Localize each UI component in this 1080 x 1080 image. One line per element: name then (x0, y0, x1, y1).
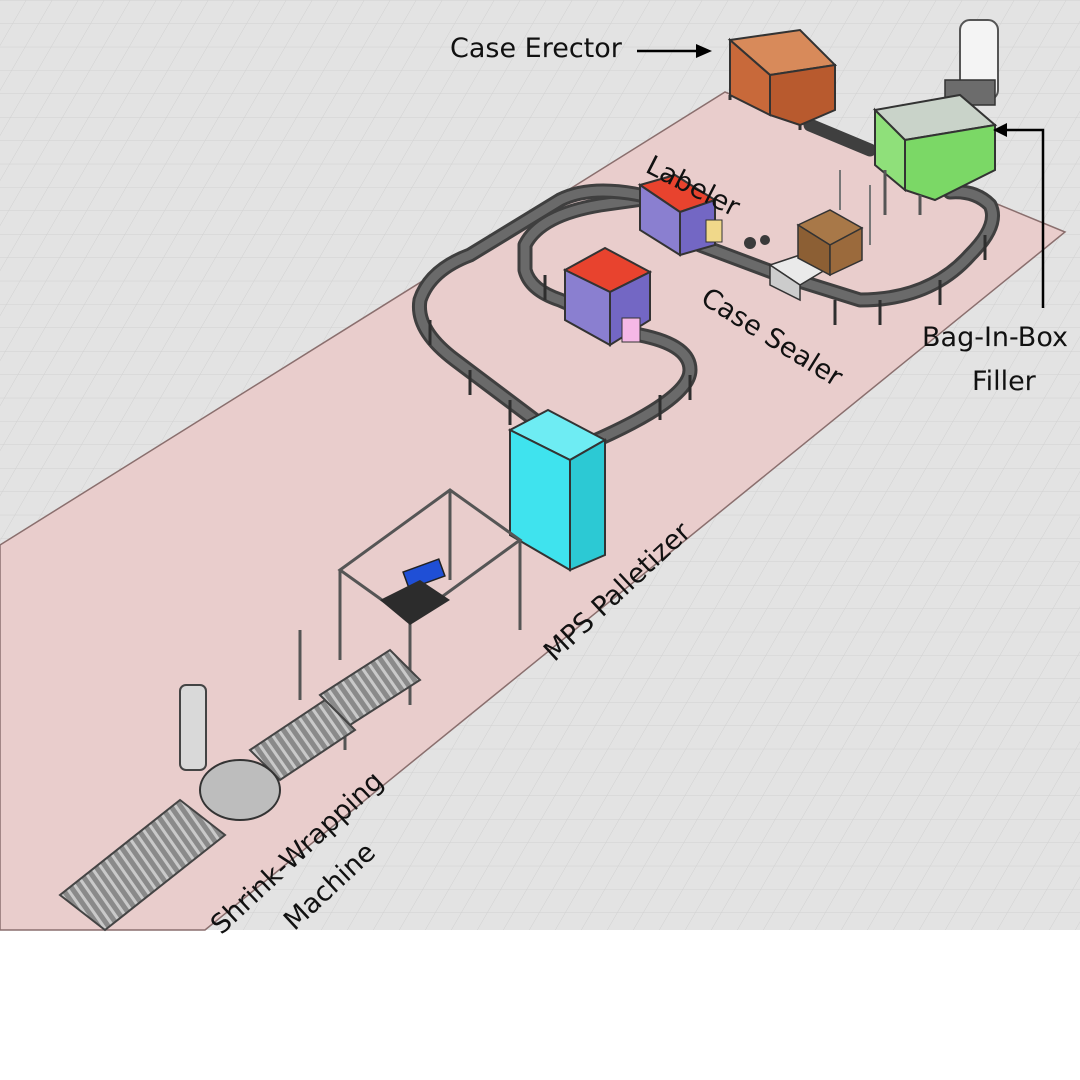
case-packer-machine (562, 246, 653, 347)
case-erector-machine (727, 28, 838, 130)
roller-conveyor-lower (58, 798, 227, 932)
mps-palletizer-machine (507, 408, 608, 572)
case-sealer-machine (768, 209, 864, 302)
label-bag-in-box-line2: Filler (972, 366, 1036, 397)
shrink-wrap-turntable (199, 759, 281, 821)
label-case-erector: Case Erector (450, 33, 622, 64)
pallet-robot-arm (402, 558, 446, 590)
shrink-wrap-mast (179, 684, 207, 771)
bag-in-box-filler-machine (839, 19, 999, 245)
label-bag-in-box-line1: Bag-In-Box (922, 322, 1068, 353)
arrow-down-bent-icon (993, 123, 1045, 308)
conveyor-legs (428, 235, 987, 425)
blank-footer (0, 930, 1080, 1080)
roller-conveyor-upper (318, 648, 422, 727)
pallet-load (380, 580, 450, 625)
labeler-machine (637, 173, 770, 257)
arrow-right-icon (637, 44, 712, 58)
conveyor-main (411, 118, 1000, 453)
